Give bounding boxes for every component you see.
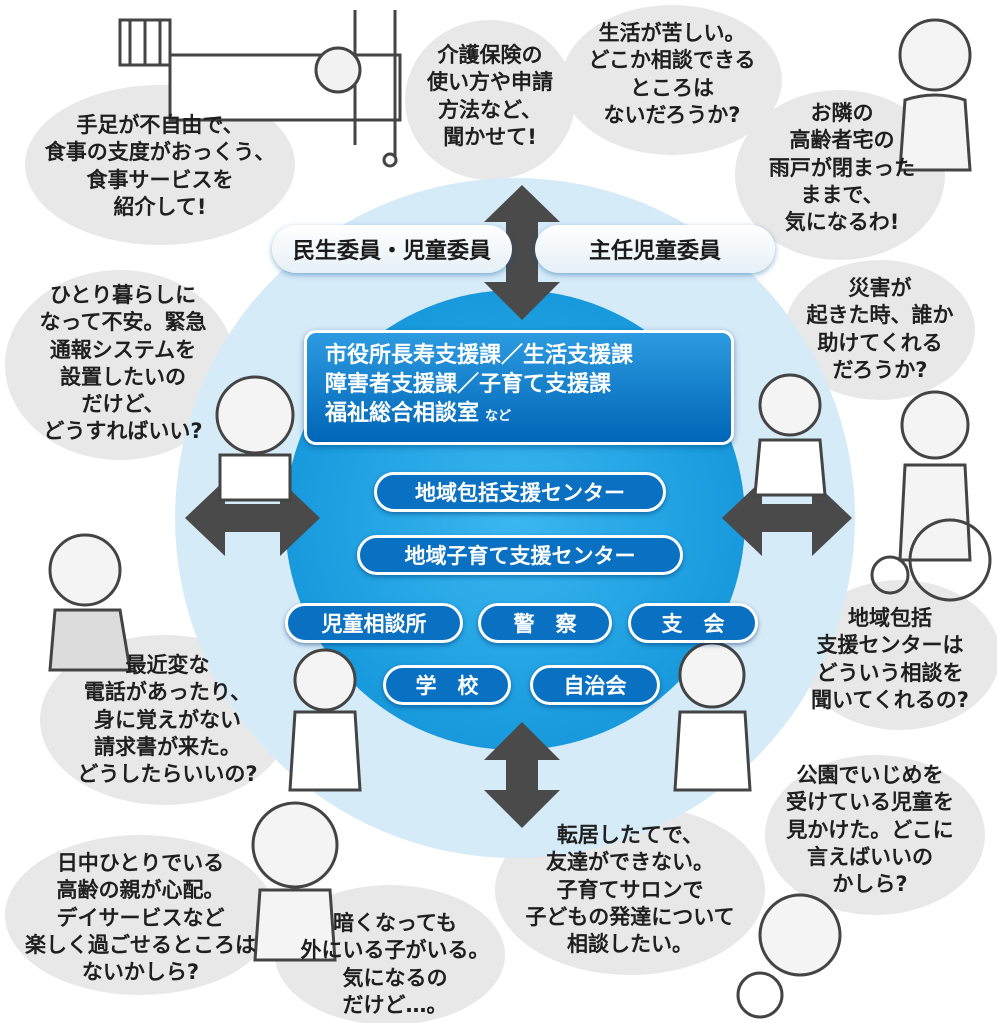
arrow-up-down-bottom xyxy=(484,722,560,828)
city-office-box: 市役所長寿支援課／生活支援課 障害者支援課／子育て支援課 福祉総合相談室など xyxy=(304,330,734,445)
person-woman-top-right xyxy=(898,18,972,172)
concern-bottom-left: 日中ひとりでいる 高齢の親が心配。 デイサービスなど 楽しく過ごせるところは な… xyxy=(25,851,256,985)
concern-top-right: 生活が苦しい。 どこか相談できる ところは ないだろうか? xyxy=(588,21,756,127)
concern-bottom-center: 暗くなっても 外にいる子がいる。 気になるの だけど…。 xyxy=(300,911,490,1017)
people xyxy=(48,18,992,1019)
cloud-top-left xyxy=(25,85,295,245)
cloud-right-top xyxy=(735,90,945,260)
cloud-bottom-left xyxy=(5,835,275,995)
bed-illustration xyxy=(118,10,402,168)
arrow-left-right-right xyxy=(722,480,852,556)
city-office-suffix: など xyxy=(485,409,512,425)
city-office-line3: 福祉総合相談室 xyxy=(325,401,480,427)
concern-bottom-mid: 転居したてで、 友達ができない。 子育てサロンで 子どもの発達について 相談した… xyxy=(525,823,735,957)
person-wheelchair xyxy=(870,390,992,602)
concern-left-upper: ひとり暮らしに なって不安。緊急 通報システムを 設置したいの だけど、 どうす… xyxy=(39,283,207,444)
concern-left-mid: 最近変な 電話があったり、 身に覚えがない 請求書が来た。 どうしたらいいの? xyxy=(77,653,258,787)
org-shikai: 支 会 xyxy=(628,603,758,643)
arrow-up-down-top xyxy=(484,185,560,320)
org-chiiki-kosodate: 地域子育て支援センター xyxy=(357,535,683,575)
concern-right-top: お隣の 高齢者宅の 雨戸が閉まった ままで、 気になるわ! xyxy=(768,101,916,235)
role-pill-shunin: 主任児童委員 xyxy=(535,225,775,273)
city-office-line3-row: 福祉総合相談室など xyxy=(325,399,731,428)
concern-top-left: 手足が不自由で、 食事の支度がおっくう、 食事サービスを 紹介して! xyxy=(44,113,276,219)
concern-right-bottom: 公園でいじめを 受けている児童を 見かけた。どこに 言えばいいの かしら? xyxy=(786,763,954,897)
cloud-right-mid xyxy=(785,260,975,400)
org-gakkou: 学 校 xyxy=(383,665,511,705)
person-elder-man-right xyxy=(673,641,752,792)
person-nurse-right xyxy=(753,373,827,497)
cloud-top-mid xyxy=(405,20,575,180)
cloud-right-lower xyxy=(800,580,997,730)
person-mother-child xyxy=(736,893,842,1019)
cloud-right-bottom xyxy=(765,755,985,915)
cloud-top-right xyxy=(562,5,782,155)
concern-right-mid: 災害が 起きた時、誰か 助けてくれる だろうか? xyxy=(806,276,954,382)
cloud-left-upper xyxy=(5,270,235,460)
role-pill-minsei: 民生委員・児童委員 xyxy=(272,225,512,273)
person-clerk-left xyxy=(288,648,362,792)
org-keisatsu: 警 察 xyxy=(478,603,612,643)
person-old-woman-bottom xyxy=(251,801,339,962)
concern-right-lower: 地域包括 支援センターは どういう相談を 聞いてくれるの? xyxy=(811,606,969,712)
city-office-line2: 障害者支援課／子育て支援課 xyxy=(325,372,612,398)
org-chiiki-houkatsu: 地域包括支援センター xyxy=(374,472,666,512)
person-man-left xyxy=(48,533,132,672)
concern-top-mid: 介護保険の 使い方や申請 方法など、 聞かせて! xyxy=(427,43,553,149)
org-jidou-soudanjo: 児童相談所 xyxy=(285,603,463,643)
org-jichikai: 自治会 xyxy=(530,665,660,705)
city-office-line1: 市役所長寿支援課／生活支援課 xyxy=(325,343,634,368)
person-elder-left xyxy=(215,375,295,502)
